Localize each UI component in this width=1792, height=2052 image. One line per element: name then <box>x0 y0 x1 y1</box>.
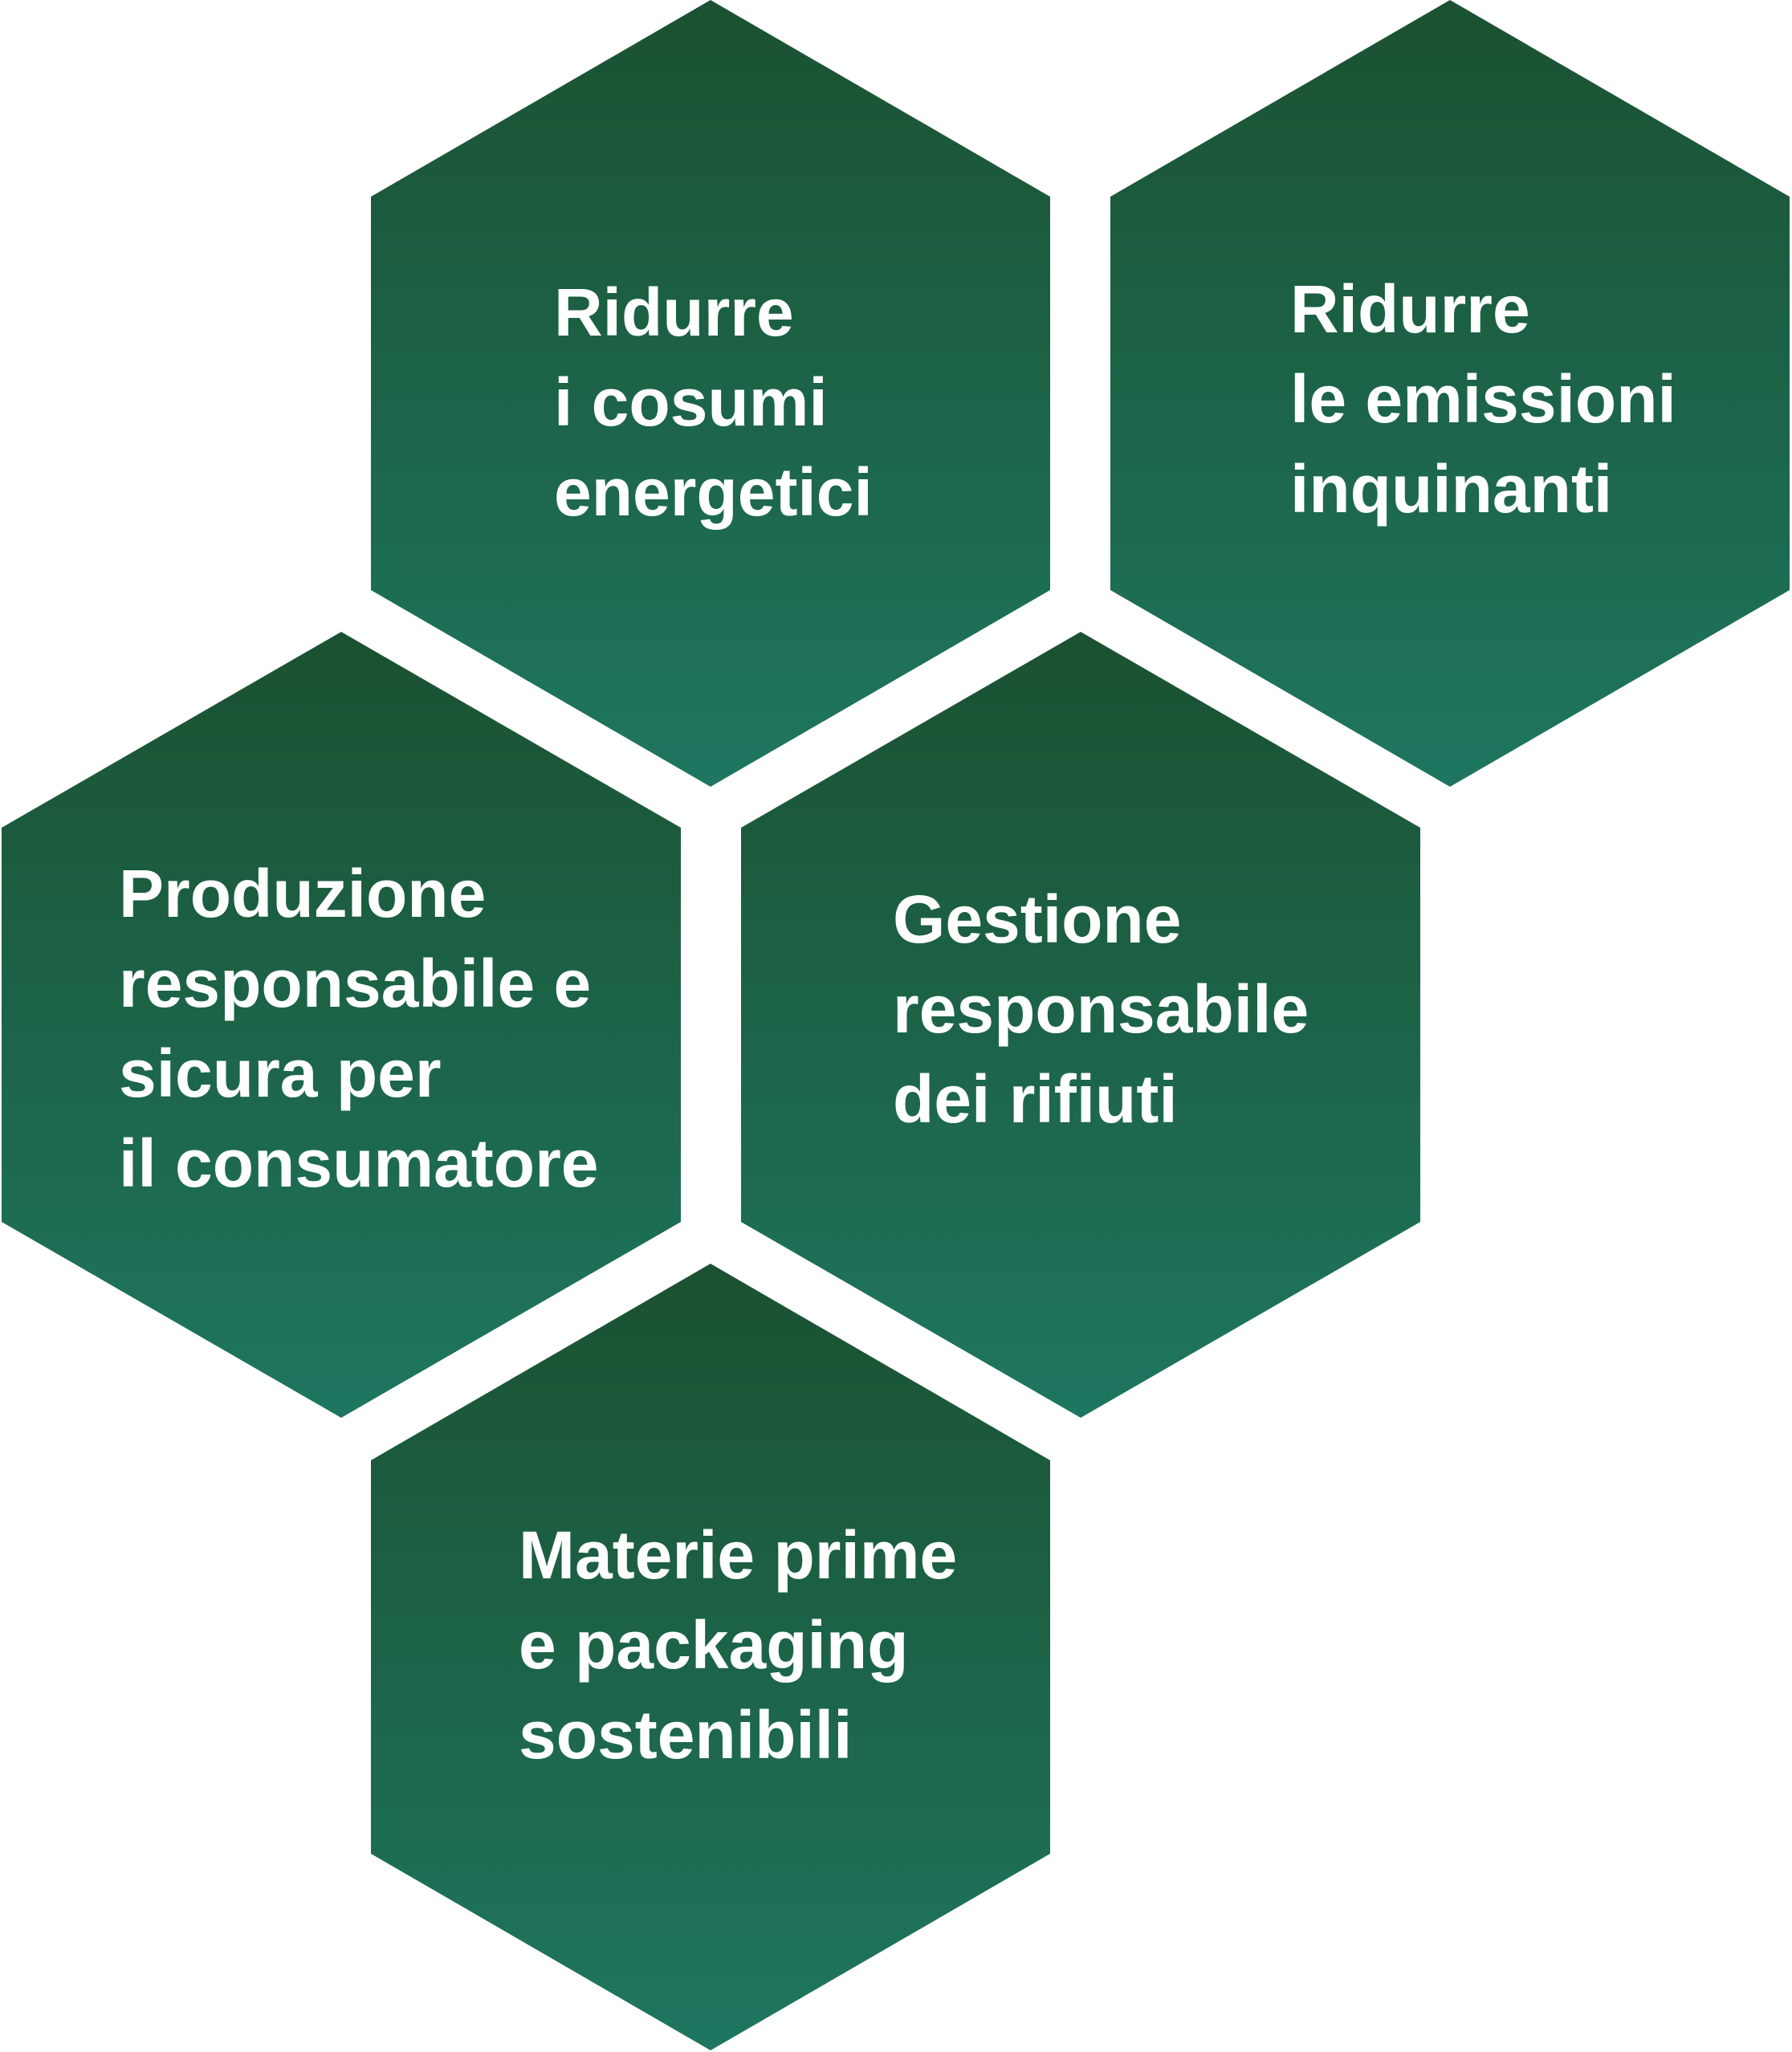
hexagon-emissions-shape <box>1110 0 1790 787</box>
hexagon-production-line-1: Produzione <box>119 856 486 931</box>
hexagon-emissions-line-2: le emissioni <box>1290 361 1676 437</box>
hexagon-energy-label: Ridurre i cosumi energetici <box>554 275 873 530</box>
hexagon-production-label: Produzione responsabile e sicura per il … <box>119 856 610 1201</box>
hexagon-emissions-line-3: inquinanti <box>1290 451 1612 527</box>
hexagon-production-line-3: sicura per <box>119 1036 442 1111</box>
hexagon-waste: Gestione responsabile dei rifiuti <box>741 632 1420 1418</box>
hexagon-materials: Materie prime e packaging sostenibili <box>371 1264 1050 2050</box>
hexagon-emissions-line-1: Ridurre <box>1290 271 1530 347</box>
hexagon-energy: Ridurre i cosumi energetici <box>371 0 1050 787</box>
hexagon-production-line-4: il consumatore <box>119 1126 598 1201</box>
hexagon-emissions-label: Ridurre le emissioni inquinanti <box>1290 271 1695 527</box>
hexagon-energy-line-1: Ridurre <box>554 275 794 350</box>
hexagon-energy-line-2: i cosumi <box>554 364 828 440</box>
hexagon-materials-line-1: Materie prime <box>519 1517 957 1593</box>
hexagon-production-shape <box>2 632 681 1418</box>
hexagon-materials-label: Materie prime e packaging sostenibili <box>519 1517 976 1773</box>
hexagon-waste-label: Gestione responsabile dei rifiuti <box>893 881 1328 1137</box>
hexagon-production-line-2: responsabile e <box>119 946 591 1021</box>
hexagon-waste-line-1: Gestione <box>893 881 1181 957</box>
hexagon-waste-line-2: responsabile <box>893 971 1309 1047</box>
hexagon-waste-line-3: dei rifiuti <box>893 1061 1178 1137</box>
hexagon-energy-shape <box>371 0 1050 787</box>
hexagon-emissions: Ridurre le emissioni inquinanti <box>1110 0 1790 787</box>
hexagon-production: Produzione responsabile e sicura per il … <box>2 632 681 1418</box>
hexagon-energy-line-3: energetici <box>554 454 873 530</box>
hexagon-materials-line-3: sostenibili <box>519 1697 852 1773</box>
hexagon-materials-shape <box>371 1264 1050 2050</box>
hexagon-waste-shape <box>741 632 1420 1418</box>
hexagon-materials-line-2: e packaging <box>519 1607 909 1683</box>
